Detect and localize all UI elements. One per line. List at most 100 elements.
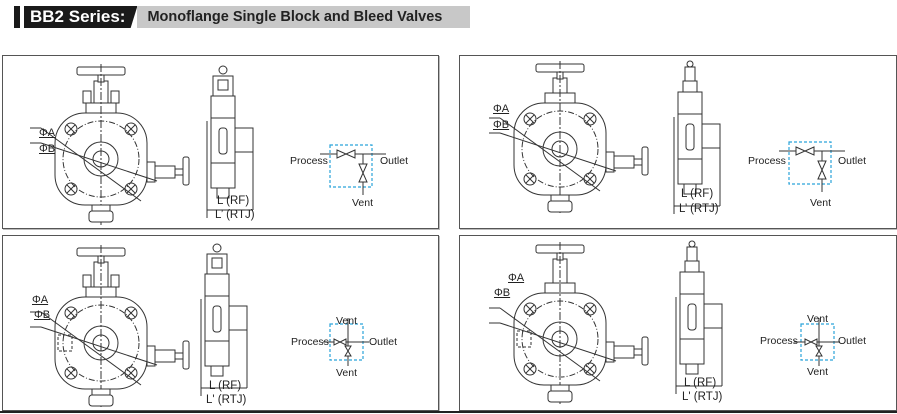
- bolt-hole: [583, 302, 597, 316]
- length-rf-label: L (RF): [209, 380, 242, 392]
- bolt-hole: [64, 366, 78, 380]
- drain-nut: [547, 390, 573, 403]
- bolt-hole-cross: [585, 114, 595, 124]
- dia-b-leader: [40, 326, 158, 366]
- gland-nut: [82, 90, 92, 104]
- drain-fitting: [216, 187, 230, 199]
- length-rf-label: L (RF): [684, 377, 717, 389]
- dia-a-label: ΦA: [39, 127, 56, 139]
- vent-top-label: Vent: [807, 313, 829, 325]
- dia-b-label: ΦB: [34, 309, 51, 321]
- drain-fitting: [685, 363, 699, 375]
- panel-top-right: ΦA ΦB L (RF) L’ (RTJ) Process Outlet Ven…: [459, 55, 897, 229]
- bonnet-inner: [217, 79, 229, 91]
- page-bottom-rule: [0, 411, 897, 413]
- dia-a-leader: [40, 311, 142, 386]
- header-accent-bar: [14, 6, 20, 28]
- outlet-label: Outlet: [380, 155, 409, 167]
- bolt-hole-cross: [126, 124, 136, 134]
- knob-tip: [688, 240, 696, 248]
- vent-bonnet: [154, 165, 176, 179]
- dia-b-label: ΦB: [493, 119, 510, 131]
- vent-bottom-label: Vent: [807, 366, 829, 378]
- vent-handle: [182, 156, 190, 186]
- drawing-canvas: [489, 240, 840, 405]
- process-label: Process: [291, 336, 329, 348]
- process-label: Process: [748, 155, 786, 167]
- vent-handle: [641, 146, 649, 176]
- section-header: BB2 Series: Monoflange Single Block and …: [14, 6, 470, 28]
- vent-stem: [174, 168, 184, 176]
- drain-neck: [550, 194, 570, 202]
- flange-face: [701, 123, 721, 149]
- dia-b-label: ΦB: [39, 143, 56, 155]
- bolt-hole-cross: [585, 304, 595, 314]
- bonnet-nut: [682, 80, 698, 93]
- dia-a-leader: [40, 127, 142, 202]
- stem-packing: [686, 246, 698, 262]
- block-valve-symbol: [795, 146, 815, 156]
- dia-a-leader: [499, 307, 601, 382]
- bolt-hole: [64, 182, 78, 196]
- flange-face: [234, 127, 254, 153]
- schematic-boundary: [329, 144, 373, 188]
- drain-nut: [88, 394, 114, 407]
- side-handle: [212, 305, 222, 333]
- outlet-label: Outlet: [838, 155, 867, 167]
- drawing-canvas: [30, 243, 369, 409]
- drain-neck: [91, 388, 111, 396]
- side-handle: [218, 127, 228, 155]
- drawing-canvas: [30, 64, 386, 225]
- drain-nut: [88, 210, 114, 223]
- vent-stem: [174, 352, 184, 360]
- length-rf-label: L (RF): [681, 188, 714, 200]
- bolt-hole: [523, 362, 537, 376]
- bolt-hole: [64, 306, 78, 320]
- dia-b-label: ΦB: [494, 287, 511, 299]
- vent-top-label: Vent: [336, 315, 358, 327]
- drain-neck: [550, 384, 570, 392]
- panel-bottom-right: ΦA ΦB L (RF) L' (RTJ) Vent Process Outle…: [459, 235, 897, 411]
- ring-handle: [212, 243, 222, 253]
- bolt-hole: [124, 306, 138, 320]
- flange-face: [703, 303, 723, 329]
- length-rtj-label: L’ (RTJ): [215, 209, 255, 221]
- vent-stem: [633, 158, 643, 166]
- drawing-canvas: [489, 60, 845, 215]
- vent-label: Vent: [810, 197, 832, 209]
- block-valve-symbol: [333, 338, 347, 346]
- ring-handle: [218, 65, 228, 75]
- bleed-valve-symbol: [817, 160, 827, 180]
- bolt-hole-cross: [66, 308, 76, 318]
- block-valve-symbol: [336, 149, 356, 159]
- panel-bottom-left: ΦA ΦB L (RF) L' (RTJ) Vent Process Outle…: [2, 235, 439, 411]
- section-title: Monoflange Single Block and Bleed Valves: [137, 6, 470, 28]
- series-label: BB2 Series:: [24, 6, 138, 28]
- bleed-valve-symbol: [815, 345, 823, 357]
- vent-bottom-label: Vent: [336, 367, 358, 379]
- bonnet-nut: [684, 260, 700, 273]
- dia-a-label: ΦA: [508, 272, 525, 284]
- drain-fitting: [210, 365, 224, 377]
- drain-fitting: [683, 183, 697, 195]
- dia-b-leader: [499, 132, 617, 172]
- process-label: Process: [760, 335, 798, 347]
- length-rtj-label: L’ (RTJ): [679, 203, 719, 215]
- bolt-hole-cross: [66, 368, 76, 378]
- bleed-valve-symbol: [358, 163, 368, 183]
- dia-b-leader: [499, 322, 617, 362]
- panel-top-left: ΦA ΦB L (RF) L’ (RTJ) Process Outlet Ven…: [2, 55, 439, 229]
- dia-a-label: ΦA: [32, 294, 49, 306]
- bonnet-inner: [211, 257, 223, 269]
- knob-tip: [686, 60, 694, 68]
- drain-nut: [547, 200, 573, 213]
- bolt-hole-cross: [66, 184, 76, 194]
- gland-nut: [110, 90, 120, 104]
- bolt-hole: [64, 122, 78, 136]
- block-valve-symbol: [804, 338, 818, 346]
- bolt-hole: [523, 172, 537, 186]
- bolt-hole: [523, 112, 537, 126]
- bolt-hole: [583, 112, 597, 126]
- outlet-label: Outlet: [838, 335, 867, 347]
- vent-handle: [641, 336, 649, 366]
